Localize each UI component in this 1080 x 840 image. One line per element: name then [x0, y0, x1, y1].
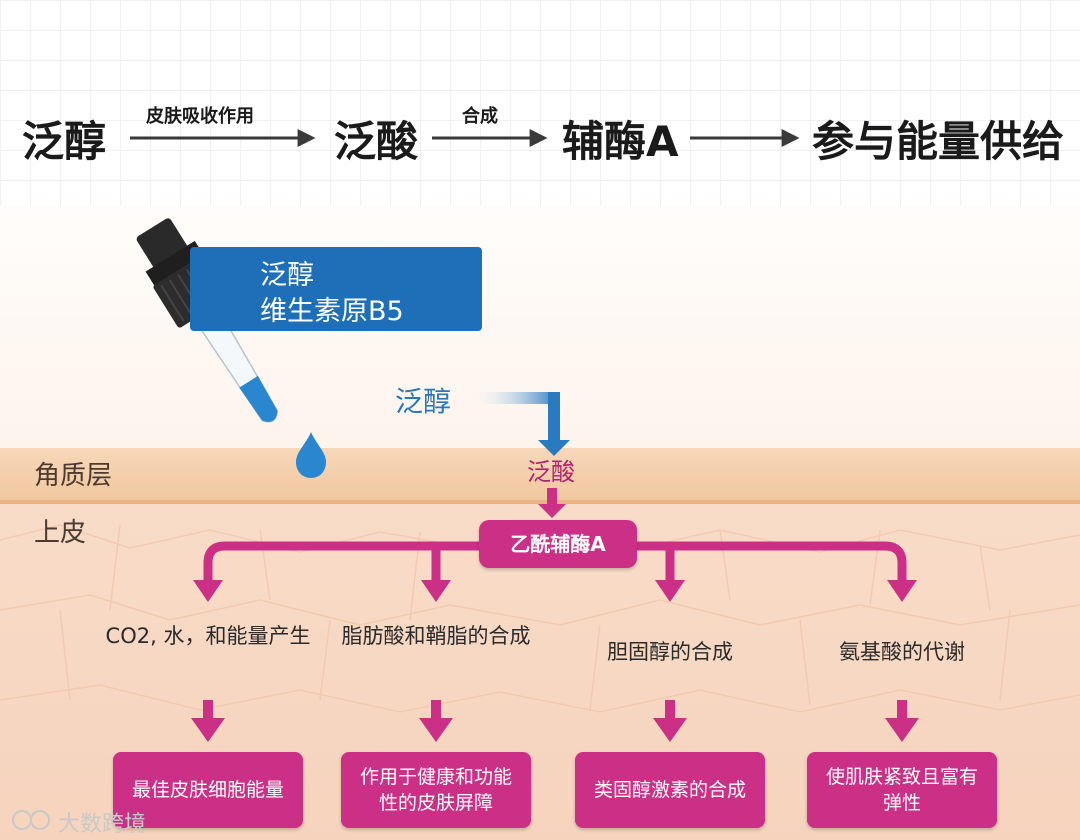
provitamin-b5-info-box: 泛醇 维生素原B5: [190, 247, 482, 331]
outcome-box: 最佳皮肤细胞能量: [113, 752, 303, 828]
stratum-corneum-label: 角质层: [34, 461, 113, 491]
epidermis-label: 上皮: [34, 518, 87, 548]
blue-path-arrow: [470, 392, 570, 456]
pink-distribution-lines: [203, 541, 907, 582]
acetyl-coa-box: 乙酰辅酶A: [479, 520, 637, 568]
watermark-text: 大数跨境: [58, 812, 147, 837]
info-box-line-2: 维生素原B5: [260, 296, 404, 327]
pink-arrow-to-acetyl-coa: [538, 488, 566, 518]
pantothenic-acid-label: 泛酸: [527, 458, 575, 486]
pink-down-arrows-row2: [191, 700, 919, 742]
watermark-logo-icon: [12, 810, 50, 830]
flow-step-coenzyme-a: 辅酶A: [562, 117, 679, 166]
process-item: 胆固醇的合成: [607, 640, 733, 664]
process-item: 脂肪酸和鞘脂的合成: [341, 624, 531, 648]
flow-arrow-label-absorption: 皮肤吸收作用: [146, 106, 254, 127]
water-droplet: [296, 432, 326, 478]
flow-step-pantothenic-acid: 泛酸: [334, 117, 419, 166]
process-item: 氨基酸的代谢: [839, 640, 965, 664]
info-box-line-1: 泛醇: [260, 260, 314, 291]
process-item: CO2, 水，和能量产生: [105, 624, 311, 648]
epidermis-cell-texture: [0, 524, 1080, 713]
flow-step-panthenol: 泛醇: [22, 117, 107, 166]
stratum-corneum-band: [0, 448, 1080, 504]
pink-down-arrowheads-row1: [193, 580, 917, 602]
flow-arrow-label-synthesis: 合成: [462, 106, 498, 127]
header-flow-panel: [0, 0, 1080, 205]
outcome-box: 类固醇激素的合成: [575, 752, 765, 828]
outcome-box: 使肌肤紧致且富有弹性: [807, 752, 997, 828]
panthenol-label: 泛醇: [395, 385, 452, 418]
outcome-box: 作用于健康和功能性的皮肤屏障: [341, 752, 531, 828]
flow-step-energy-supply: 参与能量供给: [812, 117, 1065, 166]
